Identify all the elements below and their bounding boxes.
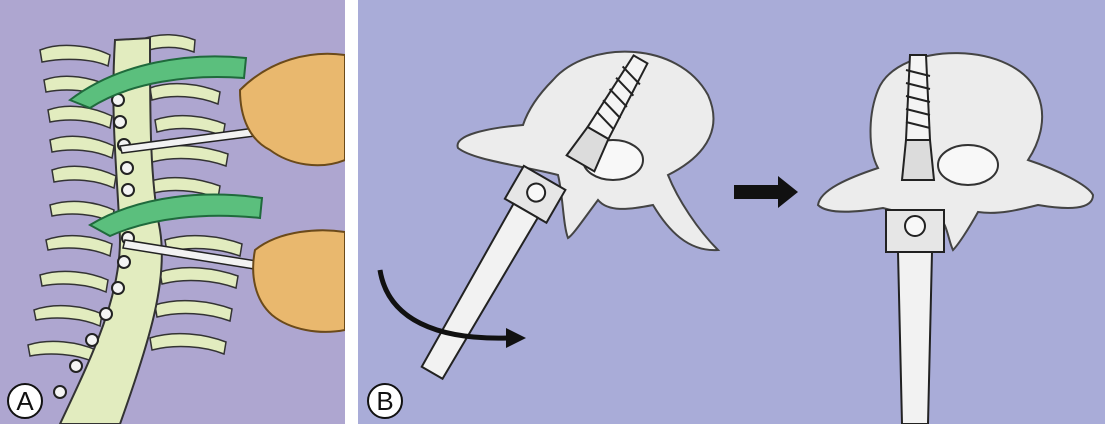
panel-label-b: B — [367, 383, 403, 419]
screw-rotation-illustration — [358, 0, 1105, 424]
panel-a: A — [0, 0, 345, 424]
spinal-canal-right — [938, 145, 998, 185]
panel-label-a: A — [7, 383, 43, 419]
panel-b: B — [358, 0, 1105, 424]
spine-illustration — [0, 0, 345, 424]
